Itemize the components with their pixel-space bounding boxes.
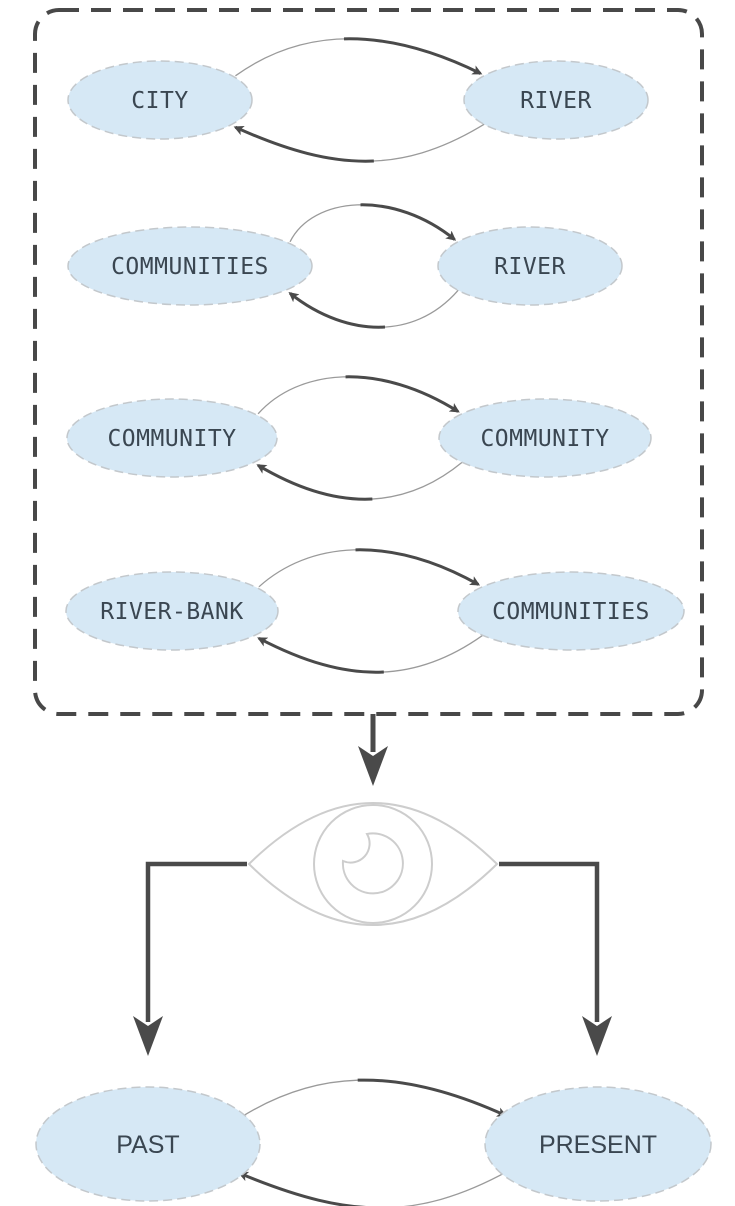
outcome-backward-arrow <box>237 1168 511 1206</box>
pair-2-left-node-shape <box>67 226 313 306</box>
pair-1-right-node: RIVER <box>463 60 649 140</box>
outcome-forward-arrow <box>239 1078 508 1120</box>
pair-3-left-node-label: COMMUNITY <box>107 426 236 452</box>
pair-3-right-node-shape <box>438 398 652 478</box>
past-node-shape <box>35 1086 261 1202</box>
pair-2-right-node-shape <box>437 226 623 306</box>
relationship-pair: RIVER-BANK COMMUNITIES <box>65 548 685 674</box>
pair-1-left-node-shape <box>67 60 253 140</box>
eye-icon <box>247 802 499 926</box>
pair-3-left-node-shape <box>66 398 278 478</box>
pair-1-left-node: CITY <box>67 60 253 140</box>
past-node-label: PAST <box>116 1131 179 1159</box>
pair-4-left-node-label: RIVER-BANK <box>100 599 243 625</box>
pair-3-backward-arrow <box>256 461 464 501</box>
pair-3-right-node-label: COMMUNITY <box>480 426 609 452</box>
group-to-eye-arrow <box>358 714 388 786</box>
relationship-pair: COMMUNITY COMMUNITY <box>66 375 652 501</box>
pair-4-right-node-label: COMMUNITIES <box>492 599 650 625</box>
pair-2-right-node-label: RIVER <box>494 254 566 280</box>
present-node-label: PRESENT <box>539 1131 657 1159</box>
eye-to-past-arrow <box>133 861 247 1056</box>
pair-2-left-node: COMMUNITIES <box>67 226 313 306</box>
past-node: PAST <box>35 1086 261 1202</box>
pair-1-right-node-label: RIVER <box>520 88 592 114</box>
relationship-pair: COMMUNITIES RIVER <box>67 203 623 329</box>
present-node-shape <box>484 1086 712 1202</box>
pair-2-left-node-label: COMMUNITIES <box>111 254 269 280</box>
pair-4-right-node-shape <box>457 571 685 651</box>
pair-1-left-node-label: CITY <box>131 88 188 114</box>
pair-4-left-node-shape <box>65 571 279 651</box>
pair-1-forward-arrow <box>234 37 483 78</box>
pair-4-left-node: RIVER-BANK <box>65 571 279 651</box>
pair-4-backward-arrow <box>257 633 484 674</box>
time-outcomes: PAST PRESENT <box>35 1078 712 1206</box>
pair-2-forward-arrow <box>288 203 457 243</box>
pair-1-backward-arrow <box>233 122 486 163</box>
eye-to-present-arrow <box>499 861 612 1056</box>
relationship-pair: CITY RIVER <box>67 37 649 163</box>
pair-1-right-node-shape <box>463 60 649 140</box>
pair-3-forward-arrow <box>256 375 460 415</box>
pair-2-right-node: RIVER <box>437 226 623 306</box>
present-node: PRESENT <box>484 1086 712 1202</box>
pair-3-left-node: COMMUNITY <box>66 398 278 478</box>
pair-2-backward-arrow <box>288 289 460 329</box>
pair-3-right-node: COMMUNITY <box>438 398 652 478</box>
pair-4-right-node: COMMUNITIES <box>457 571 685 651</box>
pair-4-forward-arrow <box>257 548 481 588</box>
